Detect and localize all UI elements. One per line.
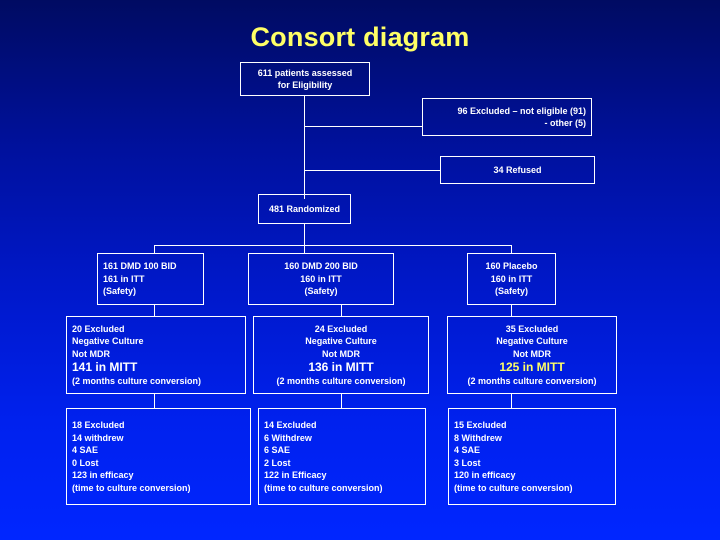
connector-arm1-mitt-to-efficacy — [154, 394, 155, 408]
node-line: 6 SAE — [264, 445, 291, 455]
node-line: (Safety) — [494, 286, 528, 297]
node-line: 34 Refused — [493, 164, 542, 175]
node-footnote: (time to culture conversion) — [72, 482, 191, 493]
node-line: 14 Excluded — [264, 420, 317, 430]
node-mitt-count: 141 in MITT — [72, 360, 138, 374]
node-mitt-count: 136 in MITT — [308, 360, 374, 374]
node-line: 24 Excluded — [314, 323, 368, 334]
node-line: 3 Lost — [454, 457, 481, 468]
connector-to-refused — [304, 170, 440, 171]
node-arm1-mitt: 20 Excluded Negative Culture Not MDR 141… — [66, 316, 246, 394]
node-line: for Eligibility — [277, 80, 333, 90]
node-line: Negative Culture — [305, 336, 377, 346]
node-line: 160 in ITT — [490, 273, 533, 284]
connector-bus-to-arm2 — [304, 245, 305, 253]
node-excluded-eligibility: 96 Excluded – not eligible (91) - other … — [422, 98, 592, 136]
node-line: (Safety) — [304, 286, 338, 297]
node-line: 15 Excluded — [454, 420, 507, 430]
node-line: Not MDR — [513, 348, 551, 359]
node-arm3-mitt: 35 Excluded Negative Culture Not MDR 125… — [447, 316, 617, 394]
node-line: Not MDR — [72, 348, 110, 359]
connector-arm3-alloc-to-mitt — [511, 305, 512, 316]
node-line: 4 SAE — [454, 445, 481, 455]
connector-bus-to-arm1 — [154, 245, 155, 253]
node-line: 160 DMD 200 BID — [284, 261, 358, 272]
node-line: 611 patients assessed — [257, 67, 353, 78]
node-arm3-allocation: 160 Placebo 160 in ITT (Safety) — [467, 253, 556, 305]
node-footnote: (2 months culture conversion) — [276, 376, 406, 386]
node-line: 161 DMD 100 BID — [103, 261, 177, 272]
node-line: 161 in ITT — [103, 273, 145, 284]
node-line: 0 Lost — [72, 457, 99, 468]
node-line: 20 Excluded — [72, 323, 125, 334]
node-line: 8 Withdrew — [454, 432, 502, 443]
node-assessed-for-eligibility: 611 patients assessed for Eligibility — [240, 62, 370, 96]
node-line: 96 Excluded – not eligible (91) — [457, 105, 586, 116]
node-line: Not MDR — [322, 348, 360, 359]
node-footnote: (time to culture conversion) — [264, 482, 383, 493]
connector-arm2-alloc-to-mitt — [341, 305, 342, 316]
node-line: Negative Culture — [496, 336, 568, 346]
node-arm3-efficacy: 15 Excluded 8 Withdrew 4 SAE 3 Lost 120 … — [448, 408, 616, 505]
connector-arm1-alloc-to-mitt — [154, 305, 155, 316]
page-title: Consort diagram — [250, 22, 470, 52]
node-line: 481 Randomized — [268, 203, 341, 214]
connector-assessed-to-randomized — [304, 95, 305, 199]
node-line: 122 in Efficacy — [264, 470, 327, 480]
node-arm2-allocation: 160 DMD 200 BID 160 in ITT (Safety) — [248, 253, 394, 305]
node-footnote: (time to culture conversion) — [454, 482, 573, 493]
node-line: 14 withdrew — [72, 432, 124, 443]
node-line: 160 in ITT — [300, 273, 342, 284]
connector-allocation-bus — [154, 245, 511, 246]
node-randomized: 481 Randomized — [258, 194, 351, 224]
node-line: Negative Culture — [72, 336, 144, 346]
node-line: 4 SAE — [72, 445, 99, 455]
node-line: 35 Excluded — [505, 323, 559, 334]
node-line: 120 in efficacy — [454, 470, 516, 480]
node-line: 18 Excluded — [72, 420, 125, 430]
node-line: - other (5) — [544, 118, 587, 128]
connector-bus-to-arm3 — [511, 245, 512, 253]
node-refused: 34 Refused — [440, 156, 595, 184]
connector-arm2-mitt-to-efficacy — [341, 394, 342, 408]
node-arm1-efficacy: 18 Excluded 14 withdrew 4 SAE 0 Lost 123… — [66, 408, 251, 505]
node-arm2-mitt: 24 Excluded Negative Culture Not MDR 136… — [253, 316, 429, 394]
connector-randomized-down — [304, 224, 305, 246]
node-line: 6 Withdrew — [264, 432, 312, 443]
node-line: 123 in efficacy — [72, 470, 134, 480]
node-line: 2 Lost — [264, 457, 291, 468]
node-arm1-allocation: 161 DMD 100 BID 161 in ITT (Safety) — [97, 253, 204, 305]
node-arm2-efficacy: 14 Excluded 6 Withdrew 6 SAE 2 Lost 122 … — [258, 408, 426, 505]
node-footnote: (2 months culture conversion) — [467, 376, 597, 386]
node-line: 160 Placebo — [485, 261, 538, 272]
node-mitt-count: 125 in MITT — [499, 360, 565, 374]
node-footnote: (2 months culture conversion) — [72, 376, 202, 386]
node-line: (Safety) — [103, 286, 137, 297]
connector-arm3-mitt-to-efficacy — [511, 394, 512, 408]
connector-to-excluded-eligibility — [304, 126, 422, 127]
